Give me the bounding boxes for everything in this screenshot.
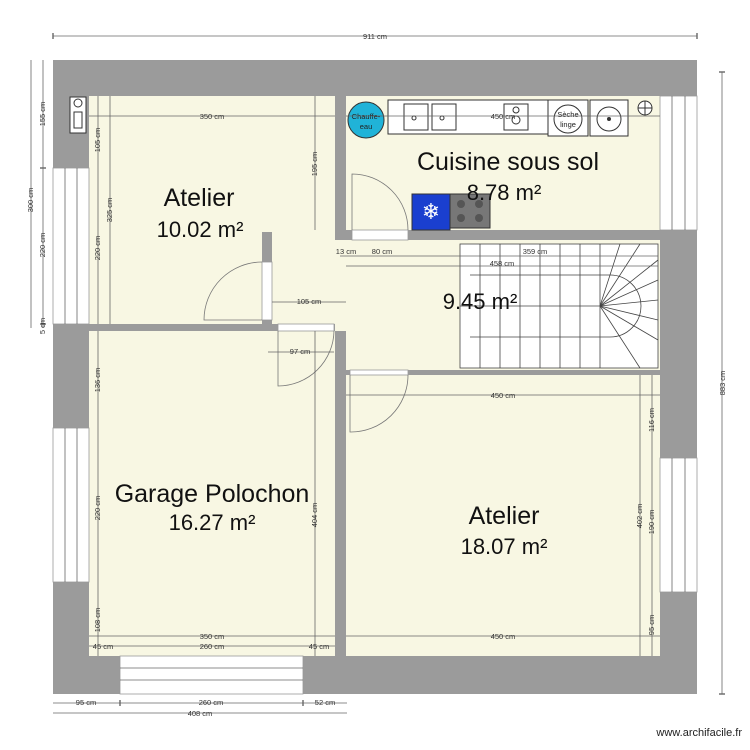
- room-atelier-bottom-area: 18.07 m²: [461, 534, 548, 559]
- dim-garage-108: 108 cm: [93, 608, 102, 633]
- cooktop-icon: [449, 193, 491, 229]
- electric-meter-icon: [69, 96, 87, 134]
- dim-garage-136: 136 cm: [93, 368, 102, 393]
- wall-mid-vertical: [335, 96, 346, 240]
- window-left-bottom: [52, 427, 90, 583]
- room-atelier-top-title: Atelier: [164, 184, 235, 212]
- dim-outer-408: 408 cm: [188, 709, 213, 718]
- dim-left-155: 155 cm: [38, 102, 47, 127]
- wall-mid-vertical-bottom: [335, 331, 346, 656]
- dim-left-220: 220 cm: [38, 233, 47, 258]
- dim-garage-404: 404 cm: [310, 503, 319, 528]
- chauffe-eau-label-1: Chauffe-: [352, 112, 381, 121]
- dim-hall-97: 97 cm: [290, 347, 310, 356]
- dim-left-300: 300 cm: [26, 188, 35, 213]
- dim-outer-52: 52 cm: [315, 698, 335, 707]
- chauffe-eau-icon: Chauffe- eau: [347, 101, 385, 139]
- dim-atelier-bottom-116: 116 cm: [647, 408, 656, 432]
- watermark: www.archifacile.fr: [655, 727, 742, 739]
- chauffe-eau-label-2: eau: [360, 122, 373, 131]
- room-atelier-bottom-title: Atelier: [469, 502, 540, 530]
- dim-atelier-top-195: 195 cm: [310, 152, 319, 177]
- drain-icon: [637, 100, 653, 116]
- fridge-icon: ❄: [411, 193, 451, 231]
- dim-atelier-bottom-450-top: 450 cm: [491, 391, 516, 400]
- floor-atelier-bottom: [346, 375, 660, 656]
- window-right-top: [659, 95, 698, 231]
- seche-linge-label-2: linge: [560, 120, 576, 129]
- door-atelier-bottom-frame: [349, 369, 409, 376]
- dim-bottom-350: 350 cm: [200, 632, 225, 641]
- dim-hall-80: 80 cm: [372, 247, 392, 256]
- seche-linge-label-1: Sèche: [557, 110, 578, 119]
- dim-atelier-bottom-95: 95 cm: [647, 615, 656, 635]
- dim-hall-13: 13 cm: [336, 247, 356, 256]
- room-hall-area: 9.45 m²: [443, 289, 518, 314]
- dim-hall-359: 359 cm: [523, 247, 548, 256]
- room-garage-title: Garage Polochon: [115, 480, 310, 508]
- dim-bottom-260: 260 cm: [200, 642, 225, 651]
- svg-text:❄: ❄: [422, 200, 440, 225]
- dim-top-left-105: 105 cm: [93, 128, 102, 153]
- kitchen-counter: [387, 99, 549, 135]
- washing-machine-icon: [589, 99, 629, 137]
- dim-top-left-220: 220 cm: [93, 236, 102, 261]
- wall-hall-bottom: [346, 370, 660, 375]
- dim-overall-width: 911 cm: [363, 32, 387, 41]
- dim-bottom-450: 450 cm: [491, 632, 516, 641]
- floor-hall-ext: [272, 240, 346, 330]
- dim-garage-220: 220 cm: [93, 496, 102, 521]
- dim-top-left-325: 325 cm: [105, 198, 114, 223]
- door-cuisine-frame: [351, 229, 409, 241]
- dim-atelier-bottom-190: 190 cm: [647, 510, 656, 535]
- door-atelier-bottom-swing: [349, 374, 409, 433]
- dim-cuisine-450: 450 cm: [491, 112, 516, 121]
- dim-bottom-45a: 45 cm: [93, 642, 113, 651]
- door-atelier-top-frame: [261, 261, 273, 321]
- dim-outer-260: 260 cm: [199, 698, 224, 707]
- floor-garage: [89, 331, 335, 656]
- seche-linge-icon: Sèche linge: [547, 99, 589, 137]
- wall-cuisine-hall: [346, 230, 660, 240]
- window-left-top: [52, 167, 90, 325]
- room-garage-area: 16.27 m²: [169, 510, 256, 535]
- dimension-lines: [30, 33, 725, 714]
- dim-left-5: 5 cm: [38, 318, 47, 334]
- room-cuisine-title: Cuisine sous sol: [417, 148, 599, 176]
- dim-atelier-bottom-402: 402 cm: [635, 504, 644, 529]
- dim-atelier-top-350: 350 cm: [200, 112, 225, 121]
- dim-hall-105: 105 cm: [297, 297, 322, 306]
- wall-garage-top: [89, 324, 335, 331]
- window-right-bottom: [659, 457, 698, 593]
- door-cuisine-swing: [351, 173, 409, 231]
- dim-overall-height: 883 cm: [718, 371, 727, 396]
- door-atelier-top-swing: [203, 261, 263, 321]
- dim-hall-458: 458 cm: [490, 259, 515, 268]
- room-cuisine-area: 8.78 m²: [467, 180, 542, 205]
- room-atelier-top-area: 10.02 m²: [157, 217, 244, 242]
- garage-door: [119, 655, 304, 695]
- dim-bottom-45b: 45 cm: [309, 642, 329, 651]
- door-garage-frame: [277, 323, 335, 332]
- staircase: [459, 243, 659, 369]
- dim-outer-95: 95 cm: [76, 698, 96, 707]
